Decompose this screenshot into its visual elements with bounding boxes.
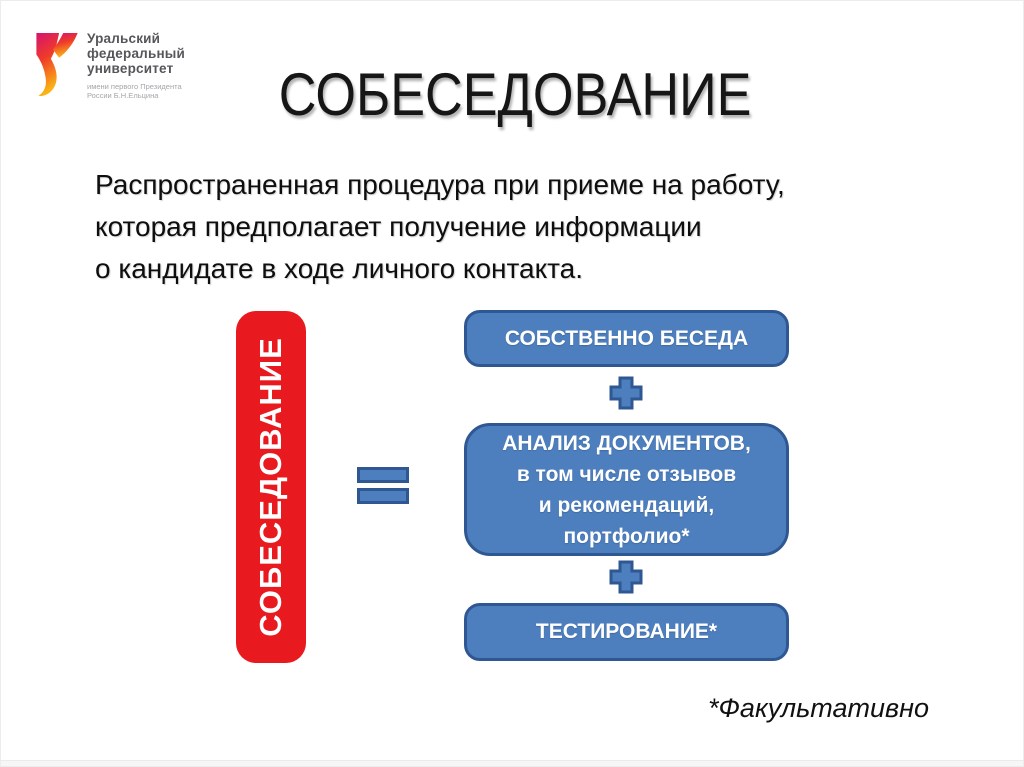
logo-org-line: федеральный: [87, 46, 186, 61]
body-line: Распространенная процедура при приеме на…: [95, 169, 785, 200]
logo-org-line: университет: [87, 61, 174, 76]
equals-bar: [357, 467, 409, 483]
plus-icon: [609, 376, 643, 410]
body-line: которая предполагает получение информаци…: [95, 211, 702, 242]
plus-icon: [609, 560, 643, 594]
flow-box-line: портфолио*: [563, 524, 690, 548]
flow-box-line: и рекомендаций,: [538, 493, 715, 517]
logo-text: Уральский федеральный университет имени …: [87, 31, 185, 100]
logo-sub-line: имени первого Президента: [87, 82, 182, 91]
flow-box-testing: ТЕСТИРОВАНИЕ*: [464, 603, 789, 661]
page-title: СОБЕСЕДОВАНИЕ: [278, 61, 752, 128]
urfu-logo-icon: [36, 33, 78, 97]
flow-box-line: АНАЛИЗ ДОКУМЕНТОВ,: [502, 431, 751, 455]
logo-sub-line: России Б.Н.Ельцина: [87, 91, 159, 100]
equals-icon: [357, 467, 409, 509]
flow-box-line: ТЕСТИРОВАНИЕ*: [535, 620, 718, 643]
flow-box-conversation: СОБСТВЕННО БЕСЕДА: [464, 310, 789, 367]
body-line: о кандидате в ходе личного контакта.: [95, 253, 584, 284]
interview-label: СОБЕСЕДОВАНИЕ: [253, 337, 288, 637]
university-logo: Уральский федеральный университет имени …: [34, 31, 185, 100]
equals-bar: [357, 488, 409, 504]
slide-bottom-edge: [1, 760, 1023, 766]
footnote: *Факультативно: [707, 693, 929, 723]
logo-org-line: Уральский: [87, 31, 161, 46]
body-text: Распространенная процедура при приеме на…: [95, 164, 915, 290]
flow-box-line: в том числе отзывов: [516, 462, 737, 486]
interview-label-box: СОБЕСЕДОВАНИЕ: [236, 311, 306, 663]
flow-box-line: СОБСТВЕННО БЕСЕДА: [504, 326, 749, 350]
flow-box-documents: АНАЛИЗ ДОКУМЕНТОВ, в том числе отзывов и…: [464, 423, 789, 556]
